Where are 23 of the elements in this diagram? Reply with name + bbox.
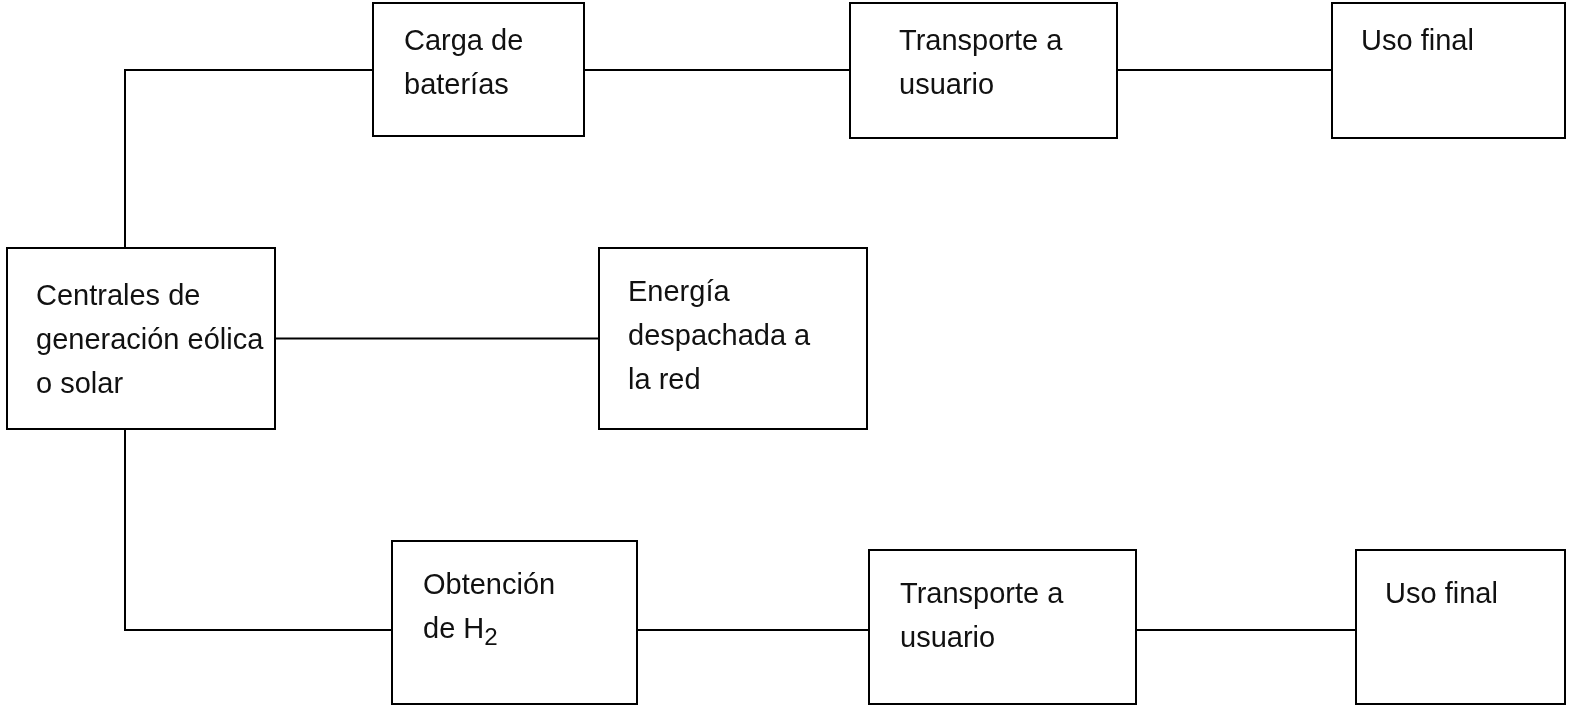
process-box (849, 2, 1118, 139)
connector-line (1136, 629, 1356, 631)
box-label: Transporte a usuario (900, 576, 1065, 655)
box-label: Energía despachada a la red (628, 274, 812, 397)
box-label: Carga de baterías (404, 23, 525, 102)
process-box (391, 540, 638, 705)
box-label: Uso final (1361, 23, 1474, 58)
process-box (1355, 549, 1566, 705)
box-label: Obtención de H$_{2}$ (423, 567, 557, 652)
process-box (598, 247, 868, 430)
box-label: Transporte a usuario (899, 23, 1064, 102)
connector-line (584, 69, 850, 71)
box-label: Uso final (1385, 576, 1498, 611)
connector-line (1117, 69, 1332, 71)
connector-line (124, 69, 373, 248)
process-box (372, 2, 585, 137)
connector-line (637, 629, 869, 631)
connector-line (124, 429, 392, 631)
process-box (6, 247, 276, 430)
box-label: Centrales de generación eólica o solar (36, 278, 265, 401)
process-box (1331, 2, 1566, 139)
connector-line (275, 337, 599, 340)
process-box (868, 549, 1137, 705)
